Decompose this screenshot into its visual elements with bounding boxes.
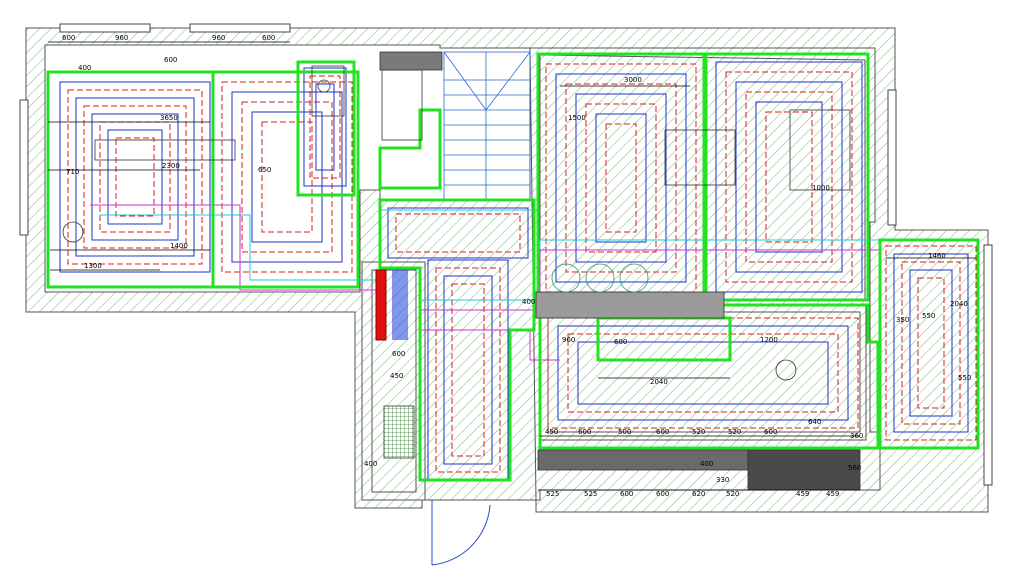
toilet-fixture [381,69,423,141]
manifold [375,269,408,341]
chair-2 [551,263,581,293]
dim-label: 960 [562,336,575,344]
dim-label: 450 [390,372,403,380]
loop-living-room [59,81,211,273]
stair-outline [443,51,531,201]
dim-label: 1300 [84,262,102,270]
wardrobe-bedroom [664,129,736,186]
zone-bedroom-2 [704,52,870,302]
zone-living-room [46,70,215,289]
loop-living-room-2 [221,81,353,273]
dim-label: 3650 [160,114,178,122]
dim-label: 960 [212,34,225,42]
dim-label: 330 [716,476,729,484]
dim-label: 400 [522,298,535,306]
dim-label: 2300 [162,162,180,170]
dim-label: 550 [922,312,935,320]
island-stool [775,359,797,381]
zone-corridor [378,198,536,482]
dim-label: 600 [62,34,75,42]
dim-label: 640 [808,418,821,426]
window-right [983,244,993,486]
dim-label: 600 [764,428,777,436]
dim-label: 1200 [760,336,778,344]
dim-label: 520 [726,490,739,498]
dim-label: 1400 [170,242,188,250]
dimension-labels: 600 960 600 960 600 400 3650 710 2300 65… [62,34,971,498]
dim-label: 600 [578,428,591,436]
dim-label: 650 [258,166,271,174]
worktop [537,449,749,471]
dim-label: 520 [692,428,705,436]
dim-label: 350 [896,316,909,324]
dim-label: 600 [620,490,633,498]
dim-label: 2040 [650,378,668,386]
dim-label: 600 [392,350,405,358]
grid-cabinet [383,405,415,459]
zone-kitchen [538,303,880,450]
dim-label: 600 [614,338,627,346]
desk-bedroom-2 [789,109,851,191]
zone-bathroom [296,60,356,197]
loop-right-room [885,245,977,441]
dim-label: 550 [958,374,971,382]
zone-right-room [878,238,980,450]
zone-outlines [46,52,980,482]
dim-label: 525 [546,490,559,498]
dim-label: 520 [728,428,741,436]
manifold-body [375,269,387,341]
worktop-right [747,449,861,491]
dim-label: 1460 [928,252,946,260]
entrance-door [431,500,491,566]
dim-label: 600 [262,34,275,42]
windows [19,23,993,486]
loop-bathroom [303,67,347,187]
zone-toilet [378,108,442,190]
furniture [62,51,861,491]
dimension-lines [48,41,976,491]
dim-label: 360 [850,432,863,440]
window-right-top [887,89,897,226]
chair-1 [62,221,84,243]
building-walls [25,27,989,513]
window-left [19,99,29,236]
dim-label: 1000 [812,184,830,192]
bathtub [311,65,345,117]
wc-sink [317,79,331,93]
zone-living-room-2 [211,70,360,289]
counter-block [535,291,725,319]
dim-label: 960 [115,34,128,42]
table-living [94,139,236,161]
window-top-2 [189,23,291,33]
dim-label: 450 [545,428,558,436]
chair-3 [585,263,615,293]
dim-label: 400 [700,460,713,468]
loop-bedroom-2 [715,61,863,293]
dim-label: 600 [164,56,177,64]
dim-label: 459 [826,490,839,498]
dim-label: 560 [848,464,861,472]
dim-label: 400 [364,460,377,468]
chair-4 [619,263,649,293]
dim-label: 620 [692,490,705,498]
window-top-1 [59,23,151,33]
dim-label: 600 [656,428,669,436]
dim-label: 600 [656,490,669,498]
dim-label: 710 [66,168,79,176]
staircase [443,51,531,201]
dim-label: 525 [584,490,597,498]
dim-label: 1500 [568,114,586,122]
cabinet-top [379,51,443,71]
dim-label: 500 [618,428,631,436]
dim-label: 400 [78,64,91,72]
dim-label: 2040 [950,300,968,308]
manifold-bar [392,270,408,340]
dim-label: 459 [796,490,809,498]
dim-label: 3000 [624,76,642,84]
